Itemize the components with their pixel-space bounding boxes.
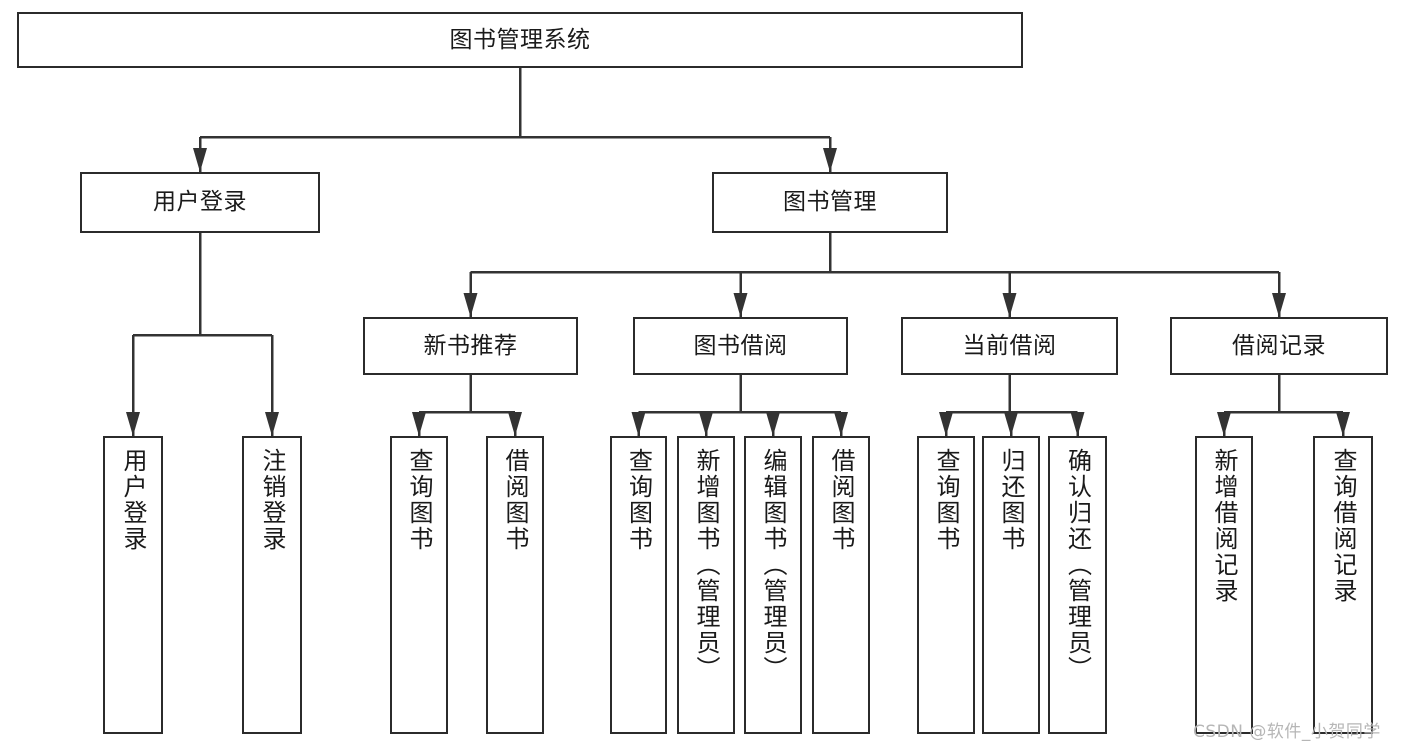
node-leaf-query-book-2[interactable]: 查询图书 [610, 436, 667, 734]
node-leaf-query-book-3[interactable]: 查询图书 [917, 436, 975, 734]
node-user-login[interactable]: 用户登录 [80, 172, 320, 233]
node-leaf-borrow-book-2[interactable]: 借阅图书 [812, 436, 870, 734]
node-label: 查询图书 [405, 448, 433, 552]
node-leaf-return-book[interactable]: 归还图书 [982, 436, 1040, 734]
node-label: 查询图书 [932, 448, 960, 552]
node-label: 图书管理系统 [449, 26, 591, 53]
node-leaf-user-login[interactable]: 用户登录 [103, 436, 163, 734]
node-leaf-add-book[interactable]: 新增图书（管理员） [677, 436, 735, 734]
node-label: 归还图书 [997, 448, 1025, 552]
node-leaf-query-record[interactable]: 查询借阅记录 [1313, 436, 1373, 734]
node-label: 查询图书 [624, 448, 653, 552]
node-label: 当前借阅 [962, 332, 1057, 359]
node-label: 借阅图书 [501, 448, 529, 552]
node-label: 编辑图书（管理员） [759, 448, 787, 682]
node-borrow-record[interactable]: 借阅记录 [1170, 317, 1388, 375]
node-leaf-edit-book[interactable]: 编辑图书（管理员） [744, 436, 802, 734]
node-leaf-add-record[interactable]: 新增借阅记录 [1195, 436, 1253, 734]
node-new-book-recommend[interactable]: 新书推荐 [363, 317, 578, 375]
node-label: 借阅图书 [827, 448, 855, 552]
node-label: 借阅记录 [1232, 332, 1326, 359]
node-label: 用户登录 [119, 448, 147, 552]
node-label: 图书借阅 [693, 332, 788, 359]
node-leaf-borrow-book-1[interactable]: 借阅图书 [486, 436, 544, 734]
node-label: 新增图书（管理员） [692, 448, 720, 682]
node-label: 新书推荐 [423, 332, 518, 359]
node-leaf-confirm-return[interactable]: 确认归还（管理员） [1048, 436, 1107, 734]
node-book-borrow[interactable]: 图书借阅 [633, 317, 848, 375]
node-root-图书管理系统[interactable]: 图书管理系统 [17, 12, 1023, 68]
node-leaf-query-book-1[interactable]: 查询图书 [390, 436, 448, 734]
node-label: 用户登录 [153, 189, 247, 216]
node-label: 查询借阅记录 [1329, 448, 1357, 604]
node-label: 新增借阅记录 [1210, 448, 1238, 604]
node-label: 注销登录 [258, 448, 286, 552]
watermark-text: CSDN @软件_小贺同学 [1193, 722, 1381, 742]
node-leaf-user-logout[interactable]: 注销登录 [242, 436, 302, 734]
node-label: 图书管理 [783, 189, 877, 216]
node-label: 确认归还（管理员） [1063, 448, 1092, 682]
node-book-manage[interactable]: 图书管理 [712, 172, 948, 233]
node-current-borrow[interactable]: 当前借阅 [901, 317, 1118, 375]
